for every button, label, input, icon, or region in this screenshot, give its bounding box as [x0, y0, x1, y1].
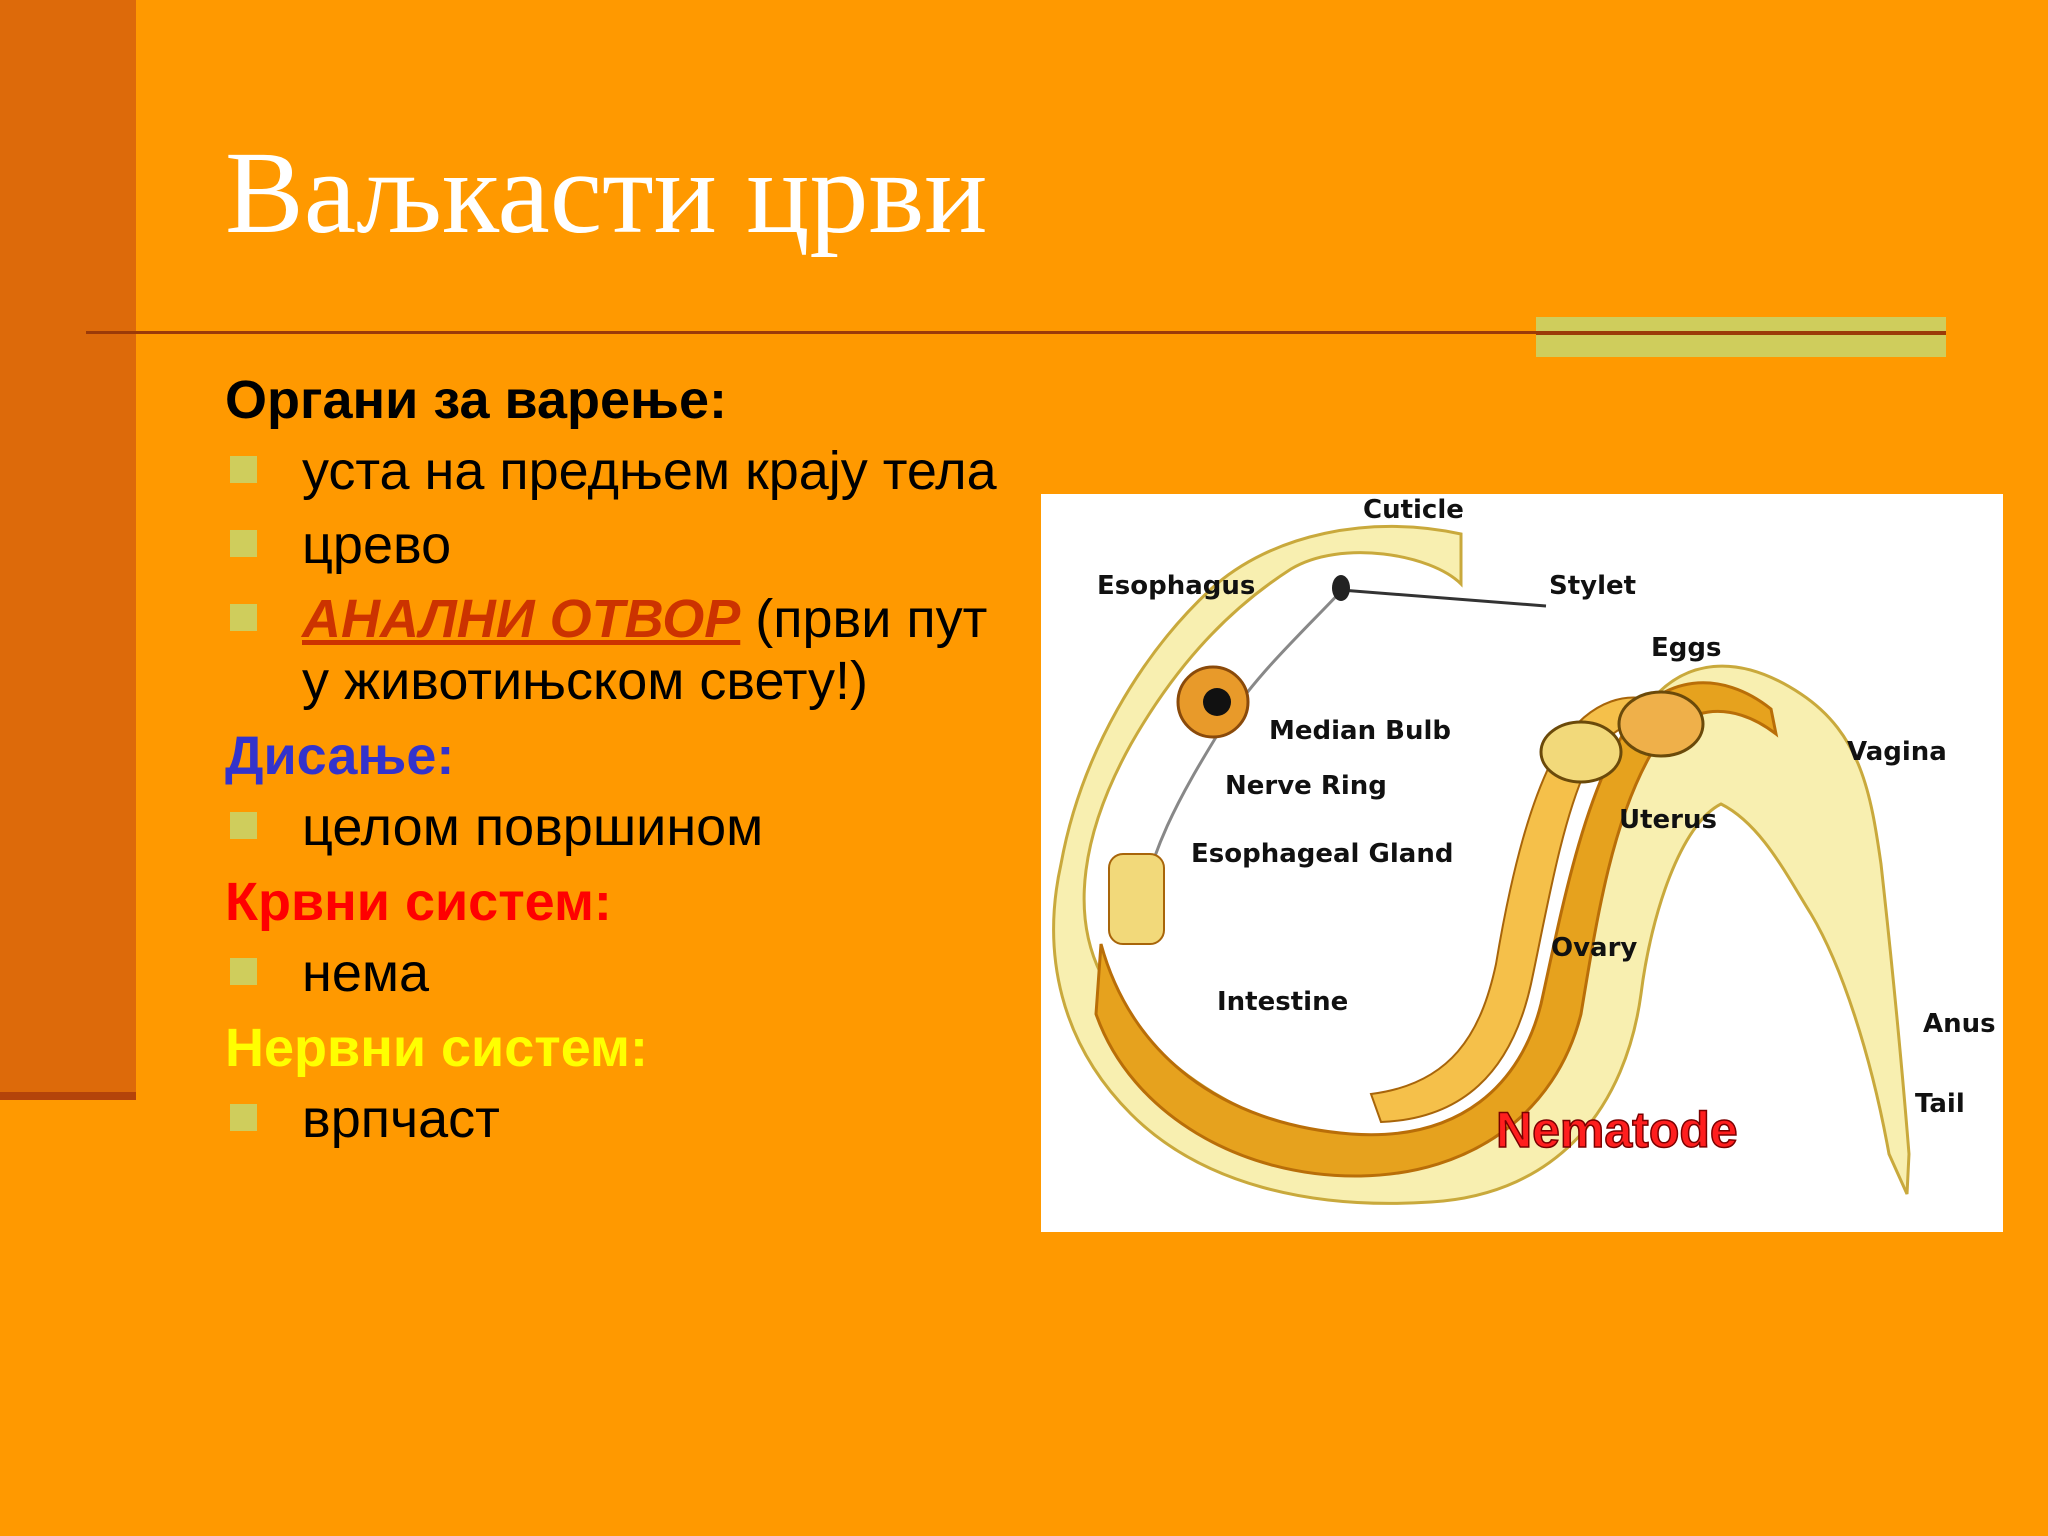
heading-breathing: Дисање: — [225, 726, 455, 786]
list-item: целом површином — [225, 796, 1025, 858]
nematode-illustration: Cuticle Esophagus Stylet Eggs Median Bul… — [1052, 495, 1996, 1205]
list-item: врпчаст — [225, 1088, 1025, 1150]
square-bullet-icon — [230, 456, 257, 483]
label-stylet: Stylet — [1549, 571, 1636, 601]
label-tail: Tail — [1915, 1089, 1965, 1119]
anal-opening-emphasis: АНАЛНИ ОТВОР — [302, 589, 741, 649]
item-text: уста на предњем крају тела — [302, 441, 997, 501]
label-median-bulb: Median Bulb — [1269, 716, 1451, 746]
title-divider — [86, 331, 1946, 334]
label-vagina: Vagina — [1847, 737, 1947, 767]
stylet-line — [1340, 588, 1547, 608]
divider-accent-line — [1536, 331, 1946, 335]
label-nerve-ring: Nerve Ring — [1225, 771, 1387, 801]
left-accent-bar — [0, 0, 136, 1100]
list-item: АНАЛНИ ОТВОР (први пут у животињском све… — [225, 588, 1025, 712]
label-esophageal-gland: Esophageal Gland — [1191, 839, 1453, 869]
median-bulb-center — [1203, 688, 1231, 716]
slide-content: Органи за варење: уста на предњем крају … — [225, 368, 1025, 1162]
intestine-band — [1094, 681, 1779, 1178]
nematode-diagram: Cuticle Esophagus Stylet Eggs Median Bul… — [1041, 494, 2003, 1232]
stylet-knob — [1332, 575, 1350, 601]
divider-accent — [1536, 317, 1946, 357]
square-bullet-icon — [230, 604, 257, 631]
square-bullet-icon — [230, 958, 257, 985]
square-bullet-icon — [230, 812, 257, 839]
slide-title: Ваљкасти црви — [225, 127, 988, 258]
label-eggs: Eggs — [1651, 633, 1721, 663]
list-item: уста на предњем крају тела — [225, 440, 1025, 502]
esophageal-gland — [1108, 853, 1165, 945]
label-esophagus: Esophagus — [1097, 571, 1255, 601]
item-text: целом површином — [302, 797, 764, 857]
item-text: нема — [302, 943, 430, 1003]
label-anus: Anus — [1923, 1009, 1996, 1039]
label-cuticle: Cuticle — [1363, 495, 1464, 525]
square-bullet-icon — [230, 1104, 257, 1131]
square-bullet-icon — [230, 530, 257, 557]
egg-1 — [1539, 720, 1623, 784]
item-text: црево — [302, 515, 452, 575]
label-ovary: Ovary — [1551, 933, 1637, 963]
item-text: врпчаст — [302, 1089, 500, 1149]
label-intestine: Intestine — [1217, 987, 1348, 1017]
egg-2 — [1617, 690, 1705, 758]
label-uterus: Uterus — [1619, 805, 1717, 835]
heading-blood-system: Крвни систем: — [225, 872, 612, 932]
list-item: црево — [225, 514, 1025, 576]
item-text: (први пут у животињском свету!) — [302, 589, 988, 711]
heading-nervous-system: Нервни систем: — [225, 1018, 648, 1078]
diagram-title: Nematode — [1496, 1102, 1738, 1158]
list-item: нема — [225, 942, 1025, 1004]
heading-digestion: Органи за варење: — [225, 370, 727, 430]
